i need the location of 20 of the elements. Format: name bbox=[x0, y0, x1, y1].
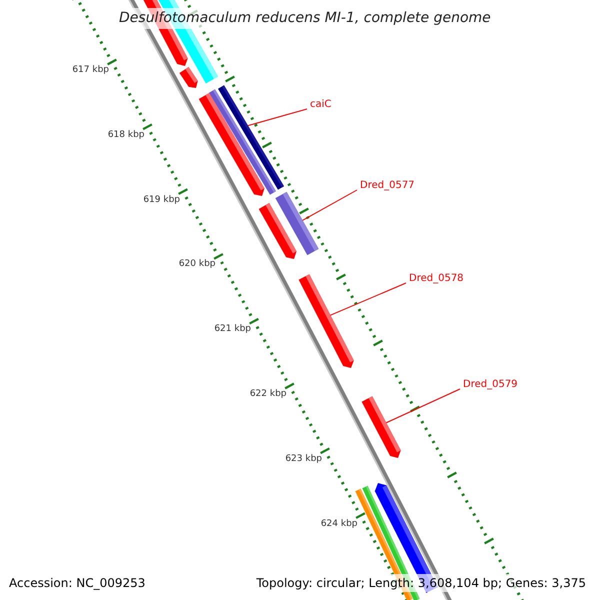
tick-label: 618 kbp bbox=[106, 130, 144, 141]
tick-label: 617 kbp bbox=[71, 65, 109, 76]
leader-line bbox=[330, 282, 406, 316]
tick-label: 623 kbp bbox=[284, 454, 322, 465]
tick-label: 622 kbp bbox=[248, 389, 286, 400]
tick-label: 621 kbp bbox=[213, 324, 251, 336]
gene-label: caiC bbox=[310, 99, 332, 111]
gene-feature-block bbox=[298, 274, 354, 368]
gene-feature-block bbox=[275, 192, 319, 256]
tick-label: 624 kbp bbox=[320, 518, 358, 530]
tick-label: 620 kbp bbox=[178, 259, 216, 270]
gene-feature-block bbox=[218, 85, 284, 190]
leader-line bbox=[302, 190, 358, 221]
gene-label: Dred_0578 bbox=[409, 273, 464, 285]
leader-line bbox=[386, 388, 460, 424]
accession-text: Accession: NC_009253 bbox=[9, 575, 146, 592]
gene-feature-block bbox=[362, 396, 401, 458]
gene-label: Dred_0579 bbox=[463, 379, 518, 391]
tick-label: 619 kbp bbox=[142, 194, 180, 206]
gene-label: Dred_0577 bbox=[360, 180, 415, 192]
